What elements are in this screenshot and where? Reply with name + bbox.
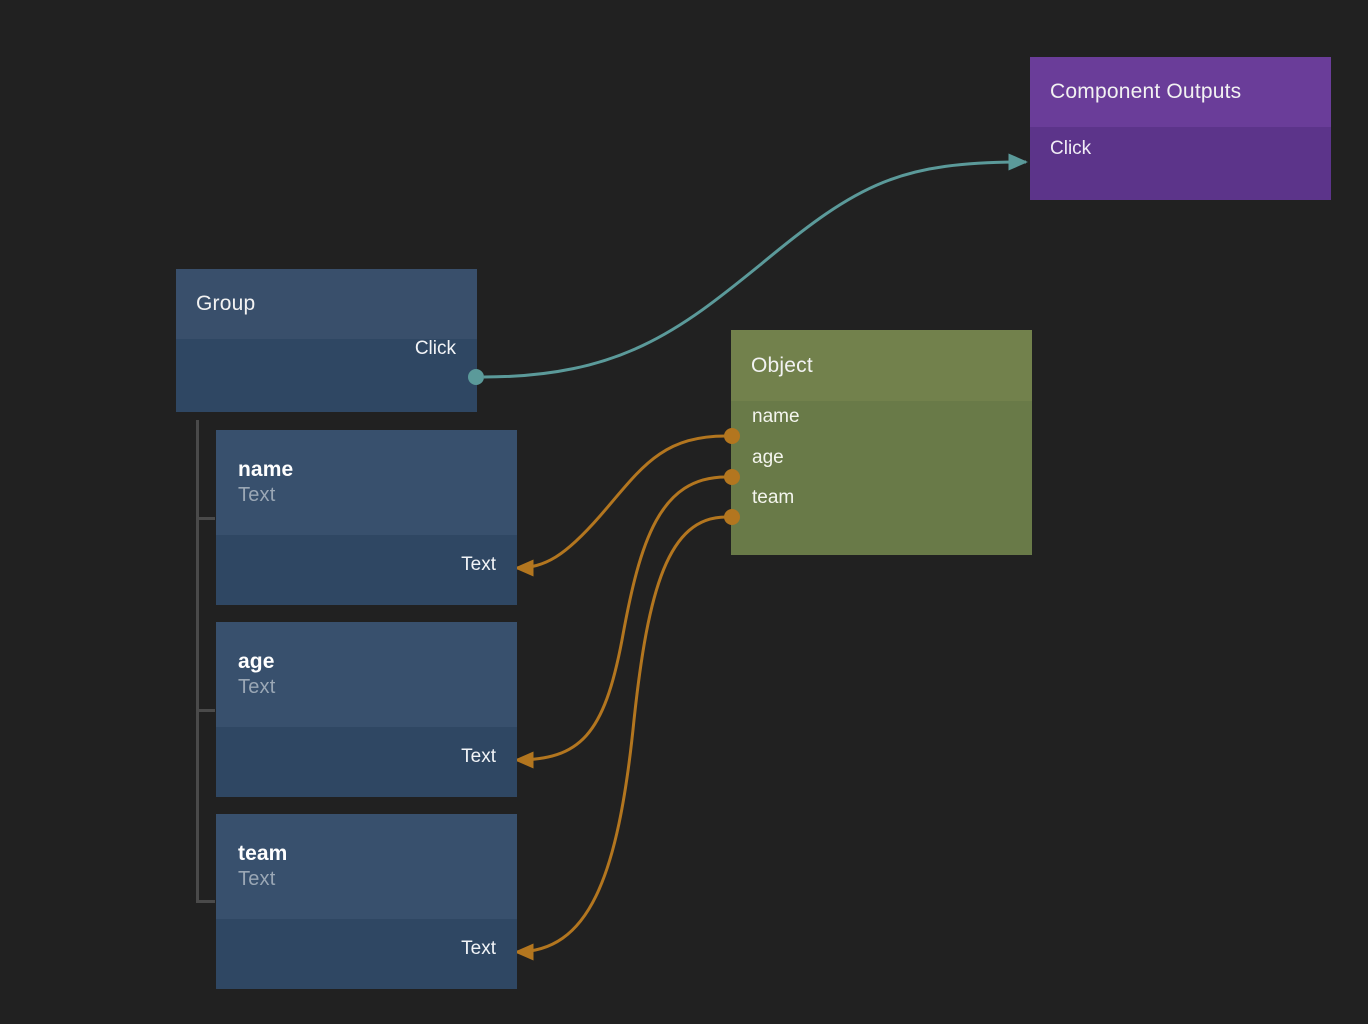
node-group-child-name-title: name xyxy=(238,457,294,481)
node-component-outputs-body: Click xyxy=(1030,127,1331,200)
port-label-text: Text xyxy=(461,938,496,959)
node-group-child-age-subtitle: Text xyxy=(238,676,276,699)
node-group-child-age-body: Text xyxy=(216,727,517,797)
port-row-team-text[interactable]: Text xyxy=(461,935,496,963)
node-group-child-name[interactable]: name Text Text xyxy=(216,430,517,605)
node-group-child-team-subtitle: Text xyxy=(238,868,276,891)
port-row-object-age[interactable]: age xyxy=(752,436,784,480)
node-group-child-team-title: team xyxy=(238,841,288,865)
edge-object-age-to-age-text xyxy=(514,475,727,769)
node-group-child-team-header: team Text xyxy=(216,814,517,919)
node-group-child-name-body: Text xyxy=(216,535,517,605)
node-object-header: Object xyxy=(731,330,1032,401)
port-dot-object-team[interactable] xyxy=(724,509,740,525)
tree-bracket-vertical xyxy=(196,420,199,903)
node-group-child-age[interactable]: age Text Text xyxy=(216,622,517,797)
node-group-child-name-subtitle: Text xyxy=(238,484,276,507)
port-label-click: Click xyxy=(414,338,456,359)
port-dot-object-age[interactable] xyxy=(724,469,740,485)
node-group-child-name-header: name Text xyxy=(216,430,517,535)
port-label-text: Text xyxy=(461,554,496,575)
port-row-object-team[interactable]: team xyxy=(752,476,794,520)
port-row-object-name[interactable]: name xyxy=(752,395,800,439)
node-group-child-age-title: age xyxy=(238,649,275,673)
port-label-text: Text xyxy=(461,746,496,767)
node-object[interactable]: Object name age team xyxy=(731,330,1032,555)
edge-object-name-to-name-text xyxy=(514,434,727,577)
node-object-body: name age team xyxy=(731,401,1032,555)
tree-bracket-stub-team xyxy=(196,900,215,903)
port-label-name: name xyxy=(752,406,800,427)
node-component-outputs-header: Component Outputs xyxy=(1030,57,1331,127)
port-label-team: team xyxy=(752,487,795,508)
node-group-child-team[interactable]: team Text Text xyxy=(216,814,517,989)
port-label-click: Click xyxy=(1050,138,1092,159)
node-object-title: Object xyxy=(751,353,813,377)
edge-object-team-to-team-text xyxy=(514,515,727,961)
port-row-group-click[interactable]: Click xyxy=(415,327,456,371)
node-group-title: Group xyxy=(196,292,256,315)
node-group[interactable]: Group Click xyxy=(176,269,477,412)
port-row-component-outputs-click[interactable]: Click xyxy=(1050,127,1091,171)
port-row-name-text[interactable]: Text xyxy=(461,551,496,579)
node-group-child-team-body: Text xyxy=(216,919,517,989)
tree-bracket-stub-age xyxy=(196,709,215,712)
node-group-child-age-header: age Text xyxy=(216,622,517,727)
node-group-header: Group xyxy=(176,269,477,339)
node-component-outputs[interactable]: Component Outputs Click xyxy=(1030,57,1331,200)
port-label-age: age xyxy=(752,447,784,468)
port-dot-object-name[interactable] xyxy=(724,428,740,444)
port-row-age-text[interactable]: Text xyxy=(461,743,496,771)
node-component-outputs-title: Component Outputs xyxy=(1050,80,1242,103)
tree-bracket-stub-name xyxy=(196,517,215,520)
port-dot-group-click[interactable] xyxy=(468,369,484,385)
node-group-body: Click xyxy=(176,338,477,412)
